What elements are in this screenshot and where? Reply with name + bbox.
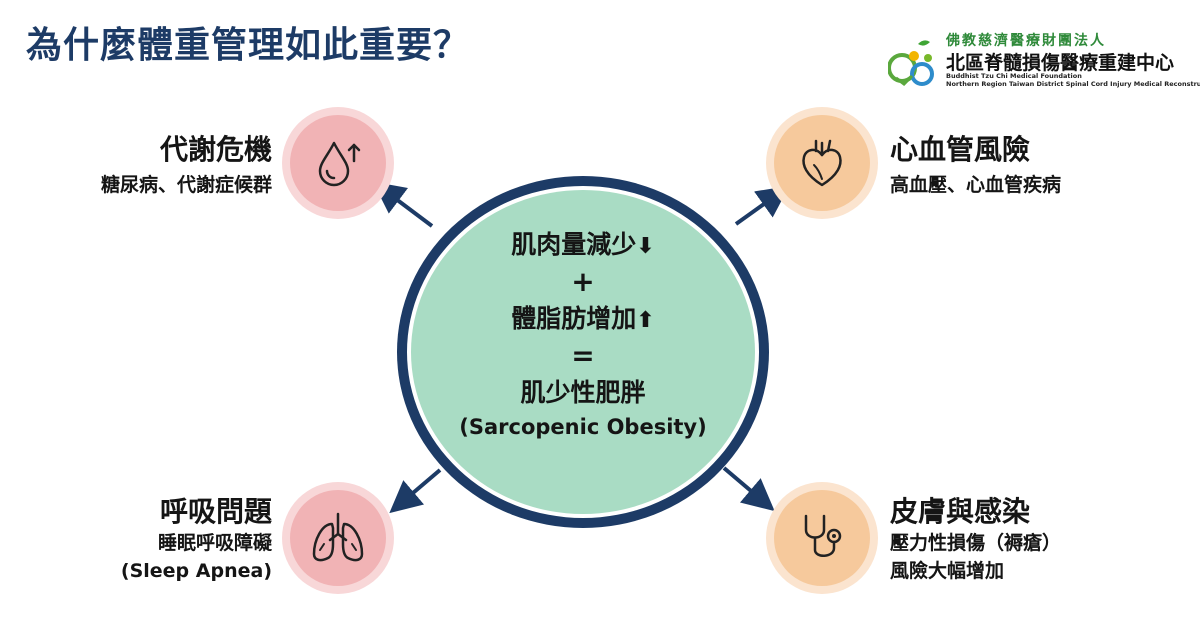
metabolic-desc: 糖尿病、代謝症候群 bbox=[100, 174, 272, 196]
fat-increase-label: 體脂肪增加 bbox=[511, 304, 637, 333]
sarcopenic-obesity-label: 肌少性肥胖 bbox=[520, 378, 646, 407]
arrow-to-metabolic bbox=[372, 181, 434, 228]
skin-desc: 壓力性損傷（褥瘡） bbox=[890, 532, 1062, 554]
skin-badge bbox=[766, 482, 878, 594]
center-formula: 肌肉量減少⬇ + 體脂肪增加⬆ = 肌少性肥胖 (Sarcopenic Obes… bbox=[411, 226, 755, 442]
stethoscope-icon bbox=[804, 514, 842, 557]
arrow-to-respiratory bbox=[389, 468, 442, 514]
logo-org-name: 佛教慈濟醫療財團法人 bbox=[946, 33, 1106, 49]
cardio-badge bbox=[766, 107, 878, 219]
arrow-up-icon: ⬆ bbox=[636, 308, 655, 333]
center-circle bbox=[411, 190, 755, 514]
arrow-down-icon: ⬇ bbox=[636, 234, 655, 259]
respiratory-desc: 睡眠呼吸障礙 bbox=[157, 532, 272, 554]
lungs-icon bbox=[312, 512, 364, 562]
logo-english-line1: Buddhist Tzu Chi Medical Foundation bbox=[946, 72, 1082, 80]
sarcopenic-obesity-english: (Sarcopenic Obesity) bbox=[459, 415, 707, 439]
logo-mark-icon bbox=[888, 40, 934, 86]
equals-sign: = bbox=[571, 339, 595, 372]
respiratory-badge bbox=[282, 482, 394, 594]
skin-title: 皮膚與感染 bbox=[890, 495, 1031, 528]
cardio-desc: 高血壓、心血管疾病 bbox=[890, 174, 1062, 196]
logo-center-name: 北區脊髓損傷醫療重建中心 bbox=[946, 52, 1175, 74]
metabolic-title: 代謝危機 bbox=[159, 133, 272, 166]
arrow-to-cardio bbox=[734, 185, 790, 226]
muscle-decrease-label: 肌肉量減少 bbox=[511, 230, 637, 259]
blood-drop-up-icon bbox=[318, 141, 361, 187]
plus-sign: + bbox=[571, 265, 595, 298]
logo-english-line2: Northern Region Taiwan District Spinal C… bbox=[946, 80, 1200, 88]
page-title: 為什麼體重管理如此重要？ bbox=[26, 25, 471, 66]
arrow-to-skin bbox=[722, 466, 775, 512]
metabolic-badge bbox=[282, 107, 394, 219]
cardio-title: 心血管風險 bbox=[890, 133, 1031, 166]
heart-icon bbox=[802, 139, 842, 187]
respiratory-title: 呼吸問題 bbox=[159, 495, 272, 528]
respiratory-desc-english: (Sleep Apnea) bbox=[120, 560, 272, 582]
skin-desc-risk: 風險大幅增加 bbox=[890, 560, 1005, 582]
hospital-logo: 佛教慈濟醫療財團法人 北區脊髓損傷醫療重建中心 Buddhist Tzu Chi… bbox=[888, 28, 1200, 90]
